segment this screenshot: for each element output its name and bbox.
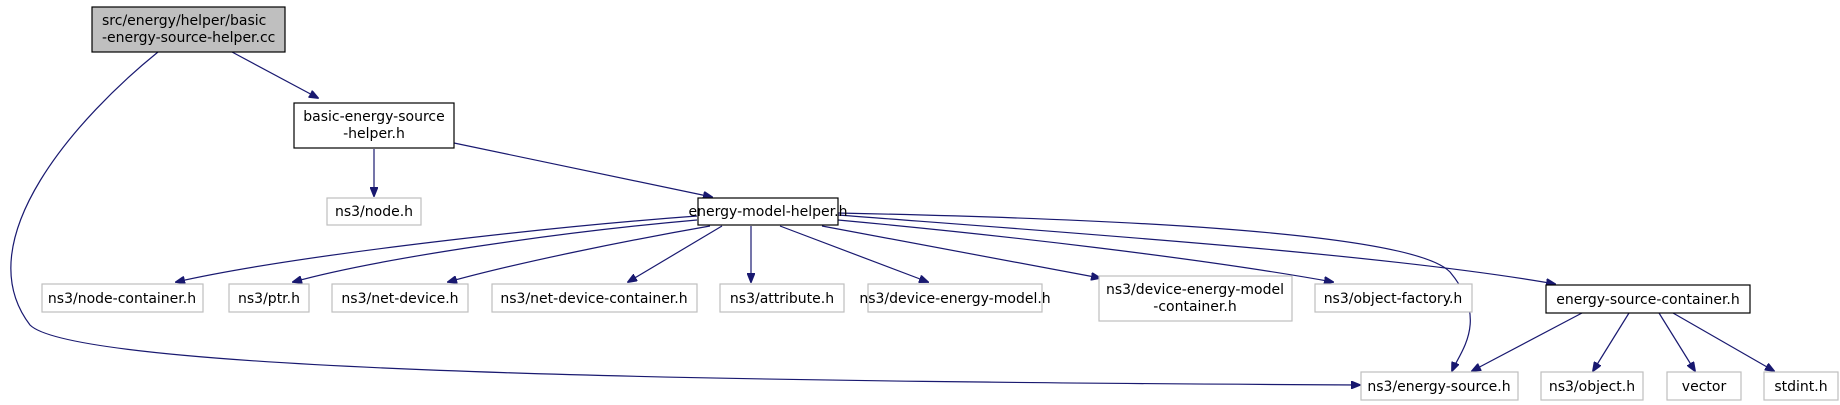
node-vector-label: vector [1682, 379, 1727, 395]
edge-esc-to-energy-source [1472, 312, 1583, 371]
node-vector[interactable]: vector [1666, 371, 1742, 401]
node-net-device-h[interactable]: ns3/net-device.h [331, 283, 469, 313]
node-net-device-container-h[interactable]: ns3/net-device-container.h [491, 283, 698, 313]
edge-emh-to-device-energy-model [779, 225, 928, 282]
edge-emh-to-net-device [448, 225, 711, 282]
node-net-device-label: ns3/net-device.h [341, 291, 458, 307]
node-object-factory-h[interactable]: ns3/object-factory.h [1314, 283, 1473, 313]
edge-emh-to-device-energy-model-container [821, 225, 1100, 278]
node-energy-model-helper-label: energy-model-helper.h [689, 204, 848, 220]
node-energy-source-container-h[interactable]: energy-source-container.h [1545, 284, 1751, 314]
node-device-energy-model-container-label-line1: ns3/device-energy-model [1106, 282, 1284, 298]
node-attribute-label: ns3/attribute.h [730, 291, 834, 307]
node-stdint-h[interactable]: stdint.h [1763, 371, 1839, 401]
node-ptr-h[interactable]: ns3/ptr.h [228, 283, 310, 313]
edge-esc-to-stdint [1672, 312, 1774, 371]
node-attribute-h[interactable]: ns3/attribute.h [719, 283, 845, 313]
node-energy-source-container-label: energy-source-container.h [1556, 292, 1740, 308]
node-basic-energy-source-helper-h[interactable]: basic-energy-source -helper.h [293, 102, 455, 149]
edge-esc-to-vector [1658, 312, 1695, 371]
node-node-h[interactable]: ns3/node.h [326, 197, 422, 226]
node-root-label-line2: -energy-source-helper.cc [102, 30, 275, 46]
edge-root-to-energy-source [10, 51, 1360, 385]
edges [10, 51, 1774, 385]
node-energy-model-helper-h[interactable]: energy-model-helper.h [689, 197, 848, 226]
edge-emh-to-net-device-container [628, 225, 723, 282]
node-device-energy-model-container-label-line2: -container.h [1153, 299, 1236, 315]
node-basic-helper-label-line1: basic-energy-source [303, 109, 444, 125]
edge-emh-to-object-factory [837, 219, 1333, 282]
node-node-container-h[interactable]: ns3/node-container.h [41, 283, 204, 313]
node-root[interactable]: src/energy/helper/basic -energy-source-h… [91, 6, 286, 53]
node-ptr-label: ns3/ptr.h [238, 291, 300, 307]
edge-emh-to-node-container [176, 215, 698, 282]
edge-emh-to-energy-source [837, 212, 1471, 371]
node-object-label: ns3/object.h [1549, 379, 1635, 395]
node-device-energy-model-container-h[interactable]: ns3/device-energy-model -container.h [1098, 275, 1293, 322]
node-stdint-label: stdint.h [1774, 379, 1827, 395]
edge-basic-helper-to-energy-model-helper [453, 142, 712, 197]
node-device-energy-model-label: ns3/device-energy-model.h [859, 291, 1050, 307]
node-node-h-label: ns3/node.h [335, 204, 413, 220]
node-net-device-container-label: ns3/net-device-container.h [500, 291, 687, 307]
node-object-factory-label: ns3/object-factory.h [1324, 291, 1463, 307]
node-energy-source-label: ns3/energy-source.h [1367, 379, 1510, 395]
node-device-energy-model-h[interactable]: ns3/device-energy-model.h [859, 283, 1051, 313]
edge-emh-to-ptr [293, 219, 698, 282]
node-node-container-label: ns3/node-container.h [48, 291, 196, 307]
edge-emh-to-energy-source-container [837, 214, 1555, 284]
edge-root-to-basic-helper [231, 51, 318, 98]
node-energy-source-h[interactable]: ns3/energy-source.h [1360, 371, 1519, 401]
node-basic-helper-label-line2: -helper.h [343, 126, 405, 142]
edge-esc-to-object [1593, 312, 1630, 371]
node-object-h[interactable]: ns3/object.h [1540, 371, 1644, 401]
node-root-label-line1: src/energy/helper/basic [102, 13, 266, 29]
